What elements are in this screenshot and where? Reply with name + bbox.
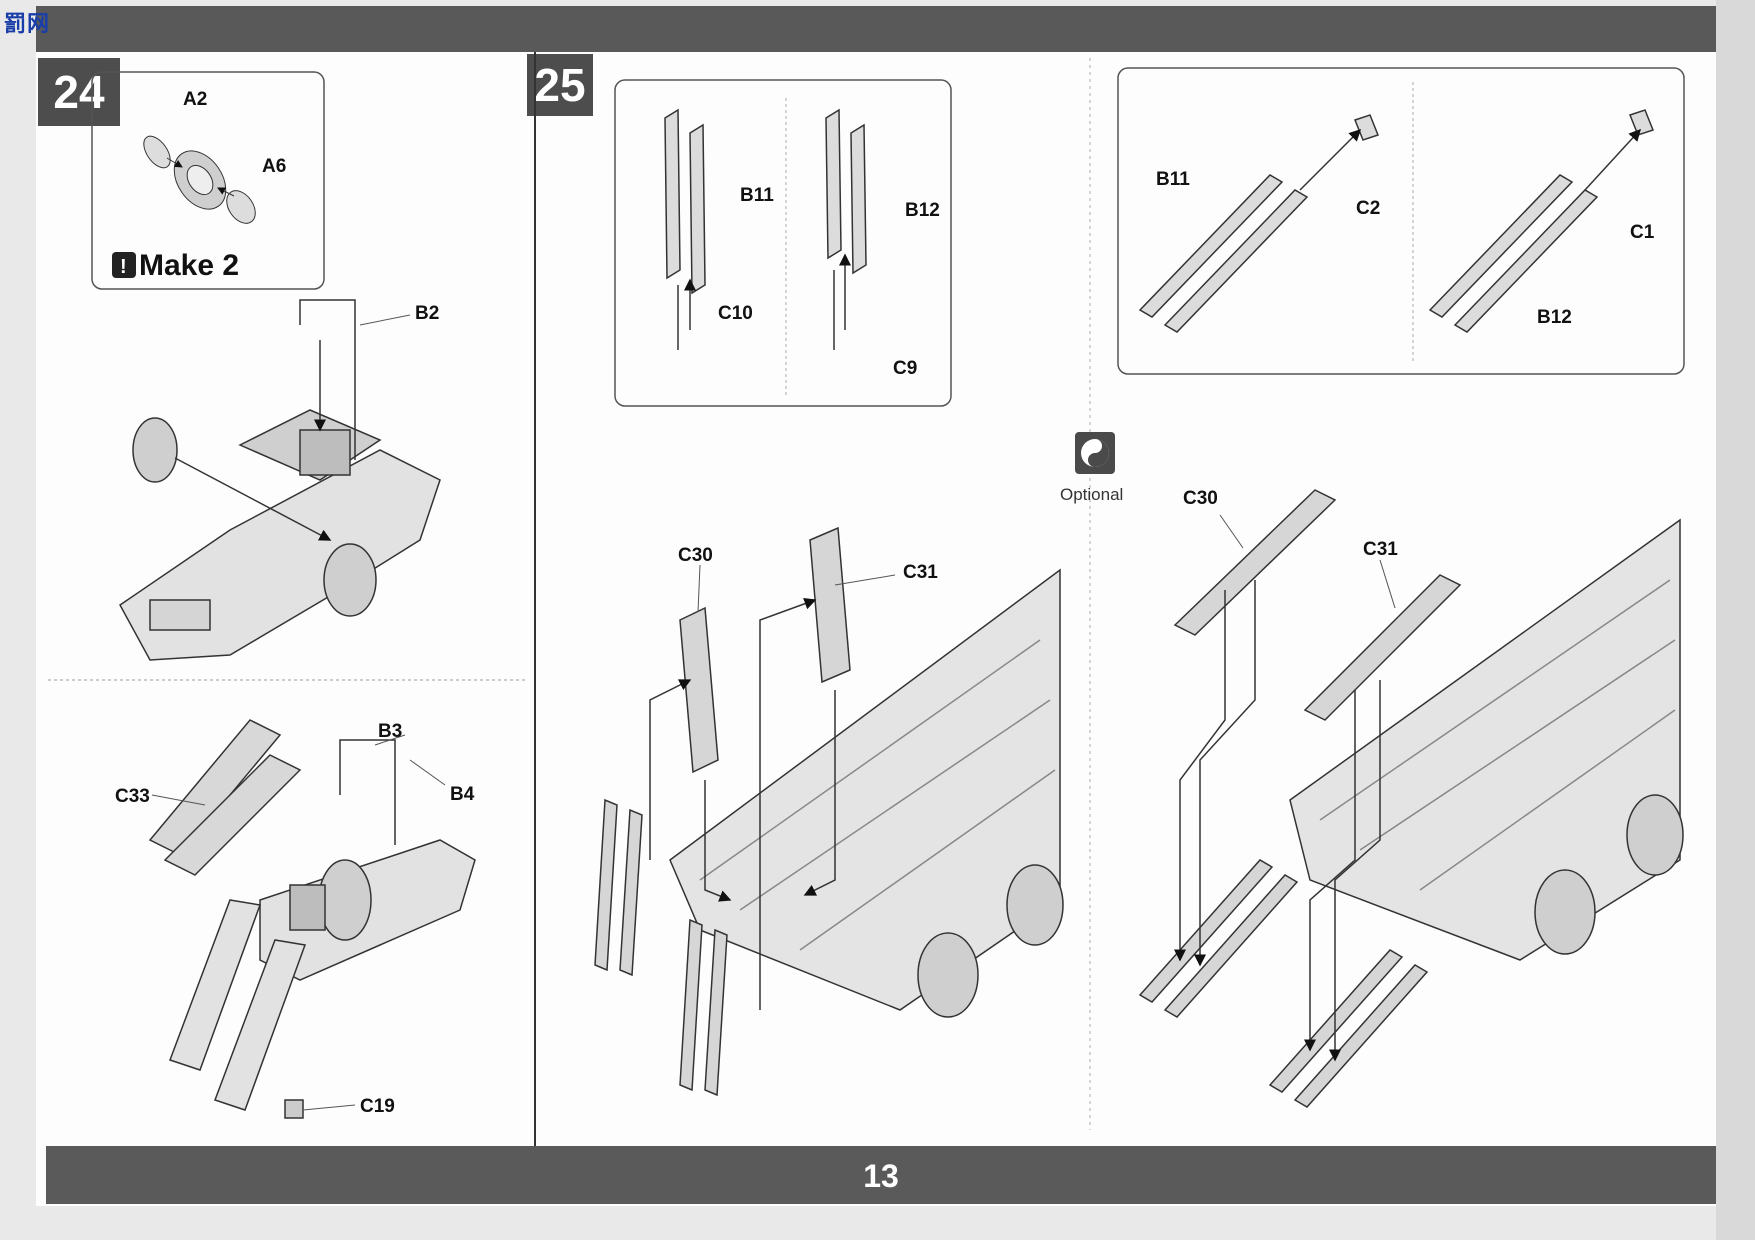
watermark-text: 罰网 xyxy=(4,12,51,37)
label-c10: C10 xyxy=(718,303,753,324)
label-b11-alt: B11 xyxy=(1156,169,1190,190)
label-c31-optional: C31 xyxy=(1363,539,1398,560)
ramp-alt-detail-left xyxy=(1138,114,1379,333)
label-c1: C1 xyxy=(1630,222,1655,243)
label-b4: B4 xyxy=(450,784,475,805)
leader-b2 xyxy=(359,314,411,326)
label-c31: C31 xyxy=(903,562,938,583)
label-b3: B3 xyxy=(378,721,402,742)
make-note-icon xyxy=(112,252,136,278)
optional-label: Optional xyxy=(1060,485,1123,504)
ramp-detail-right xyxy=(825,108,867,350)
trailer-deck-left xyxy=(594,526,1064,1097)
wheel-subassembly-box xyxy=(91,71,325,290)
wheel-subassembly xyxy=(143,135,256,224)
label-c2: C2 xyxy=(1356,198,1380,219)
label-c33: C33 xyxy=(115,786,150,807)
label-c19: C19 xyxy=(360,1096,395,1117)
ramp-detail-left xyxy=(664,108,706,350)
label-a6: A6 xyxy=(262,156,286,177)
bottom-band: 13 xyxy=(46,1146,1716,1204)
site-watermark-logo: 罰网 xyxy=(4,6,76,40)
label-c30-optional: C30 xyxy=(1183,488,1218,509)
label-b11: B11 xyxy=(740,185,774,206)
make-2-note: Make 2 xyxy=(139,249,239,282)
label-c30: C30 xyxy=(678,545,713,566)
label-a2: A2 xyxy=(183,89,207,110)
label-b2: B2 xyxy=(415,303,439,324)
page-number: 13 xyxy=(863,1158,899,1194)
label-b12: B12 xyxy=(905,200,940,221)
label-b12-alt: B12 xyxy=(1537,307,1572,328)
ramp-alt-detail-right xyxy=(1428,109,1654,333)
step-24-number: 24 xyxy=(38,58,120,126)
label-c9: C9 xyxy=(893,358,917,379)
step-25-number: 25 xyxy=(527,54,593,116)
ramp-detail-box xyxy=(614,79,952,407)
rear-frame-assembly xyxy=(148,719,476,1119)
binding-spine xyxy=(1716,0,1755,1240)
svg-text:!: ! xyxy=(120,256,127,278)
tractor-front-assembly xyxy=(119,299,441,661)
ramp-alt-detail-box xyxy=(1117,67,1685,375)
trailer-deck-right xyxy=(1138,489,1684,1108)
top-band xyxy=(36,6,1716,52)
